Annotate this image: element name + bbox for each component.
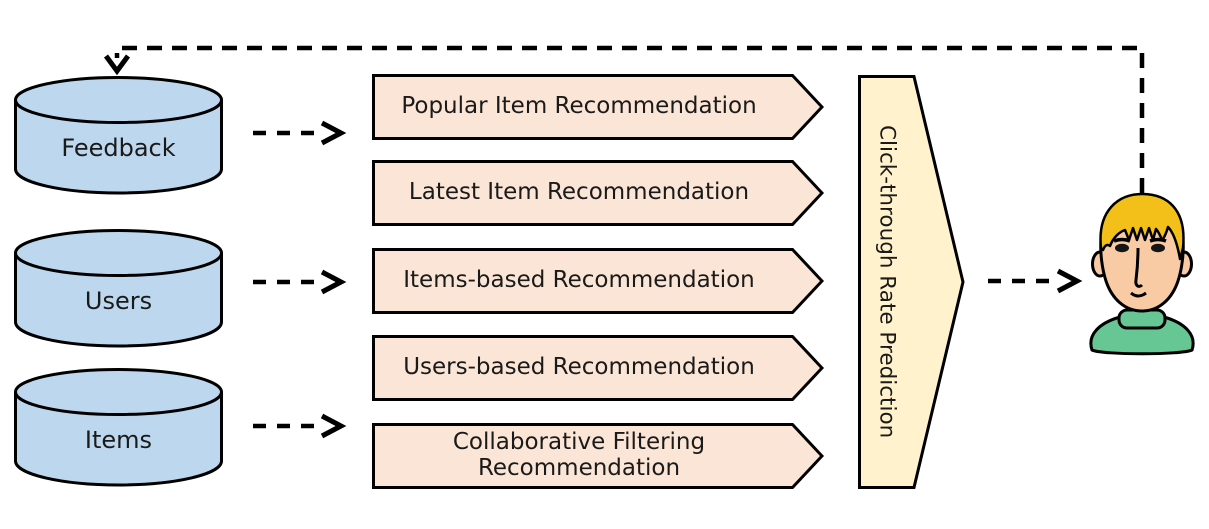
user-eye-right bbox=[1151, 243, 1165, 253]
ctr-prediction-stage: Click-through Rate Prediction bbox=[858, 75, 965, 489]
user-eyebrow-right bbox=[1149, 237, 1167, 243]
user-shirt bbox=[1089, 315, 1195, 356]
arrowhead-down-icon bbox=[103, 54, 131, 76]
pipeline-latest-item: Latest Item Recommendation bbox=[372, 160, 824, 226]
database-cylinder-shape bbox=[14, 229, 223, 348]
user-nose bbox=[1134, 247, 1144, 288]
ctr-prediction-label: Click-through Rate Prediction bbox=[874, 125, 900, 439]
arrowhead-right-icon bbox=[320, 269, 347, 295]
user-mouth bbox=[1130, 291, 1147, 298]
items-database: Items bbox=[13, 366, 224, 488]
user-collar bbox=[1117, 308, 1167, 330]
user-eye-left bbox=[1115, 243, 1129, 253]
pipeline-label: Users-based Recommendation bbox=[403, 354, 755, 381]
pipeline-popular-item: Popular Item Recommendation bbox=[372, 74, 824, 140]
cylinder-body bbox=[14, 392, 223, 487]
database-label: Users bbox=[84, 287, 153, 315]
feedback-database: Feedback bbox=[13, 74, 224, 196]
database-cylinder-shape bbox=[14, 368, 223, 487]
user-eyebrow-left bbox=[1113, 237, 1131, 243]
pipeline-collaborative-filtering: Collaborative Filtering Recommendation bbox=[372, 423, 824, 489]
cylinder-body bbox=[14, 253, 223, 348]
pipeline-label: Latest Item Recommendation bbox=[408, 179, 750, 206]
banner-arrow-shape bbox=[372, 423, 824, 489]
database-label: Items bbox=[84, 426, 153, 454]
pipeline-label: Collaborative Filtering Recommendation bbox=[452, 429, 706, 481]
banner-arrow-shape bbox=[372, 335, 824, 401]
pipeline-users-based: Users-based Recommendation bbox=[372, 335, 824, 401]
database-label: Feedback bbox=[61, 134, 176, 162]
users-database: Users bbox=[13, 227, 224, 349]
banner-arrow-shape bbox=[372, 248, 824, 314]
cylinder-top bbox=[14, 229, 223, 277]
cylinder-top bbox=[14, 368, 223, 416]
pipeline-label: Items-based Recommendation bbox=[403, 267, 755, 294]
user-hair bbox=[1099, 192, 1185, 261]
arrowhead-right-icon bbox=[1056, 268, 1083, 294]
arrowhead-right-icon bbox=[320, 413, 347, 439]
pipeline-label: Popular Item Recommendation bbox=[401, 93, 757, 120]
pipeline-items-based: Items-based Recommendation bbox=[372, 248, 824, 314]
arrowhead-right-icon bbox=[320, 120, 347, 146]
user-icon bbox=[1089, 192, 1195, 356]
